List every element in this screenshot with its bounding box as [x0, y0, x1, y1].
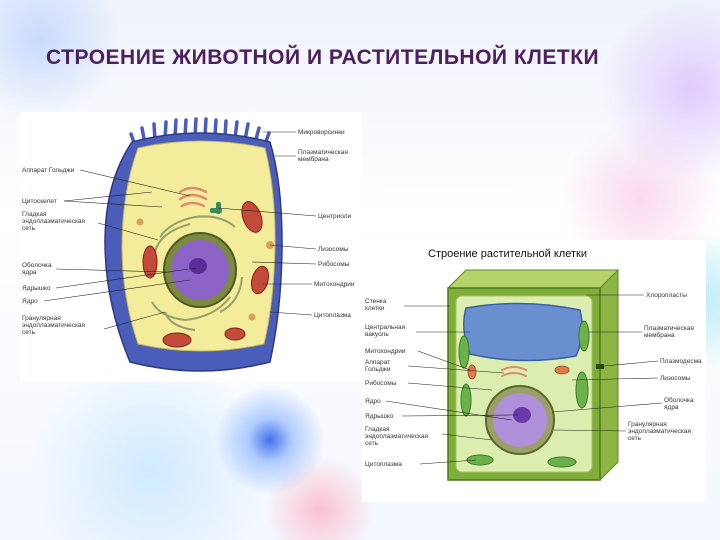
animal-golgi — [178, 186, 208, 208]
label-plant-golgi: Аппарат Гольджи — [365, 359, 392, 373]
plant-mitochondria — [467, 364, 570, 380]
label-plant-plasmodesma: Плазмодесма — [660, 358, 702, 365]
label-animal-rough-er-3: сеть — [22, 329, 36, 336]
label-plant-rough-er-1: Гранулярная — [628, 421, 667, 428]
label-plant-cell-wall: Стенка клетки — [365, 298, 388, 312]
label-plant-smooth-er: Гладкая эндоплазматическая сеть — [365, 426, 430, 447]
label-plant-chloroplasts: Хлоропласты — [646, 292, 687, 299]
label-animal-nuclear-envelope-2: ядра — [22, 269, 37, 276]
label-animal-cytoplasm: Цитоплазма — [314, 312, 351, 319]
label-animal-mitochondria: Митохондрии — [314, 281, 355, 288]
plant-chloroplasts — [458, 320, 590, 468]
label-plant-vacuole: Центральная вакуоль — [365, 324, 407, 338]
plant-cell-wall-side — [599, 268, 619, 482]
animal-cell-svg: Аппарат Гольджи Цитоскелет Гладкая эндоп… — [22, 117, 355, 372]
animal-nucleolus — [189, 258, 207, 274]
label-animal-ribosomes: Рибосомы — [318, 260, 350, 268]
label-plant-mitochondria: Митохондрии — [365, 348, 406, 355]
plant-cell-wall-top — [446, 269, 620, 289]
label-animal-smooth-er-1: Гладкая — [22, 211, 47, 218]
plant-golgi — [501, 366, 527, 377]
label-animal-nucleolus: Ядрышко — [22, 285, 51, 292]
label-plant-lysosomes: Лизосомы — [660, 375, 691, 382]
label-animal-rough-er-2: эндоплазматическая — [22, 322, 86, 329]
label-animal-smooth-er: Гладкая эндоплазматическая сеть — [22, 211, 87, 232]
animal-cell-diagram: Аппарат Гольджи Цитоскелет Гладкая эндоп… — [20, 112, 362, 382]
label-plant-smooth-er-3: сеть — [365, 440, 379, 447]
slide-title: СТРОЕНИЕ ЖИВОТНОЙ И РАСТИТЕЛЬНОЙ КЛЕТКИ — [46, 44, 646, 72]
label-plant-smooth-er-2: эндоплазматическая — [365, 433, 429, 440]
rough-er — [151, 215, 243, 331]
label-animal-nuclear-envelope: Оболочка ядра — [22, 261, 53, 276]
label-plant-nucleus: Ядро — [365, 398, 381, 405]
plant-labels-right: Хлоропласты Плазматическая мембрана Плаз… — [628, 292, 702, 442]
label-plant-rough-er-2: эндоплазматическая — [628, 428, 692, 435]
plant-labels-left: Стенка клетки Центральная вакуоль Митохо… — [365, 298, 430, 468]
label-animal-microvilli: Микроворсинки — [298, 129, 345, 136]
label-plant-rough-er: Гранулярная эндоплазматическая сеть — [628, 421, 693, 442]
label-plant-golgi-2: Гольджи — [365, 366, 391, 373]
plant-plasmodesma — [596, 364, 604, 369]
plant-diagram-title: Строение растительной клетки — [428, 248, 587, 260]
label-plant-golgi-1: Аппарат — [365, 359, 390, 366]
animal-labels-right: Микроворсинки Плазматическая мембрана Це… — [298, 129, 355, 319]
animal-labels-left: Аппарат Гольджи Цитоскелет Гладкая эндоп… — [22, 167, 87, 336]
label-plant-vacuole-2: вакуоль — [365, 331, 389, 338]
label-animal-plasma-membrane-1: Плазматическая — [298, 149, 348, 156]
animal-cell-drawing — [104, 117, 283, 372]
label-animal-lysosomes: Лизосомы — [318, 246, 349, 253]
label-plant-nucleolus: Ядрышко — [365, 413, 394, 420]
label-animal-cytoskeleton: Цитоскелет — [22, 198, 57, 205]
plant-leader-lines — [385, 294, 663, 465]
label-plant-nuclear-envelope: Оболочка ядра — [664, 396, 695, 411]
label-animal-plasma-membrane-2: мембрана — [298, 155, 329, 163]
label-plant-nuclear-envelope-2: ядра — [664, 404, 679, 411]
plant-cell-svg: Строение растительной клетки — [365, 248, 702, 482]
label-animal-golgi: Аппарат Гольджи — [22, 167, 75, 174]
label-plant-plasma-membrane-2: мембрана — [644, 331, 675, 339]
label-animal-nucleus: Ядро — [22, 298, 38, 305]
plant-cell-diagram: Строение растительной клетки — [362, 240, 706, 502]
label-animal-centrioles: Центриоли — [318, 213, 352, 220]
label-plant-ribosomes: Рибосомы — [365, 379, 397, 387]
label-animal-smooth-er-2: эндоплазматическая — [22, 218, 86, 225]
plant-vacuole — [463, 302, 583, 362]
label-animal-rough-er: Гранулярная эндоплазматическая сеть — [22, 315, 87, 336]
label-animal-rough-er-1: Гранулярная — [22, 315, 61, 322]
animal-leader-lines — [43, 131, 317, 330]
label-plant-nuclear-envelope-1: Оболочка — [664, 396, 694, 404]
label-animal-nuclear-envelope-1: Оболочка — [22, 261, 52, 269]
animal-mitochondria — [142, 201, 270, 348]
label-animal-smooth-er-3: сеть — [22, 225, 36, 232]
plant-cell-drawing — [446, 268, 620, 482]
label-animal-plasma-membrane: Плазматическая мембрана — [298, 149, 350, 163]
slide-title-text: СТРОЕНИЕ ЖИВОТНОЙ И РАСТИТЕЛЬНОЙ КЛЕТКИ — [46, 46, 600, 69]
label-plant-plasma-membrane: Плазматическая мембрана — [644, 325, 696, 339]
label-plant-smooth-er-1: Гладкая — [365, 426, 390, 433]
label-plant-rough-er-3: сеть — [628, 435, 642, 442]
label-plant-plasma-membrane-1: Плазматическая — [644, 325, 694, 332]
label-plant-vacuole-1: Центральная — [365, 324, 406, 331]
animal-centrioles — [210, 202, 222, 214]
plant-nucleolus — [513, 407, 531, 423]
label-plant-cell-wall-2: клетки — [365, 305, 385, 312]
label-plant-cytoplasm: Цитоплазма — [365, 461, 402, 468]
label-plant-cell-wall-1: Стенка — [365, 298, 387, 305]
